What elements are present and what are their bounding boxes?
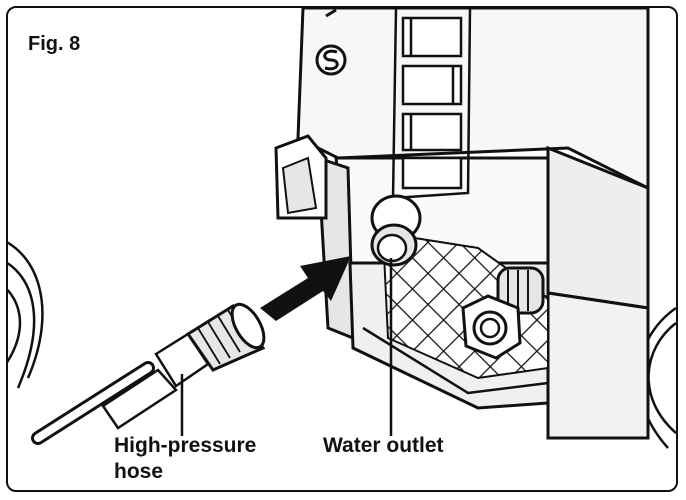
water-outlet — [370, 194, 422, 267]
hose-callout-line2: hose — [114, 460, 164, 483]
hose-coil — [8, 241, 44, 389]
figure-frame — [6, 6, 678, 492]
outlet-callout: Water outlet — [323, 434, 444, 457]
s-logo-icon — [315, 8, 347, 76]
arrow-icon — [260, 256, 351, 321]
pressure-washer-illustration — [8, 8, 676, 449]
ribbed-panel — [391, 8, 472, 200]
high-pressure-hose — [31, 302, 266, 445]
figure-label: Fig. 8 — [28, 33, 81, 55]
inlet-fitting — [461, 266, 545, 360]
hose-callout-line1: High-pressure — [114, 434, 257, 457]
